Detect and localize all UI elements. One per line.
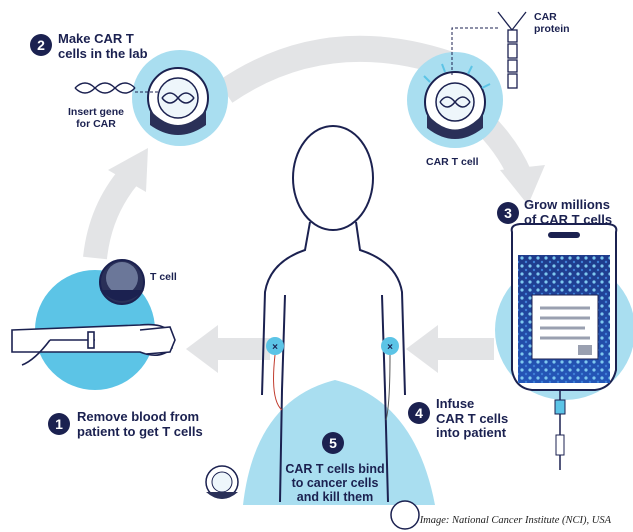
step-4-label: Infuse CAR T cells into patient xyxy=(436,396,509,441)
step-1-label: Remove blood from patient to get T cells xyxy=(77,409,203,439)
car-protein-label: CAR protein xyxy=(534,11,570,36)
lab-cell xyxy=(147,67,209,135)
step-5-line-3: and kill them xyxy=(296,490,374,504)
step-5-label: CAR T cells bind to cancer cells and kil… xyxy=(280,462,390,504)
image-credit: Image: National Cancer Institute (NCI), … xyxy=(419,515,611,526)
left-elbow-marker xyxy=(266,337,284,355)
car-protein-icon xyxy=(497,11,527,89)
iv-line-right xyxy=(385,354,391,421)
car-t-cell-label: CAR T cell xyxy=(426,156,479,168)
t-cell-label: T cell xyxy=(150,271,177,283)
car-protein-line-1: CAR xyxy=(534,11,557,23)
patient-outline xyxy=(261,125,406,503)
step-3-line-1: Grow millions xyxy=(524,197,610,212)
step-3-label: Grow millions of CAR T cells xyxy=(524,197,613,227)
step-2-line-2: cells in the lab xyxy=(58,45,148,61)
step-1-line-1: Remove blood from xyxy=(77,409,200,424)
car-protein-pointer xyxy=(451,27,498,75)
insert-gene-line-2: for CAR xyxy=(76,117,116,130)
iv-line-left xyxy=(273,354,283,411)
iv-bag xyxy=(510,223,618,470)
step-5-number: 5 xyxy=(322,432,344,454)
car-t-cell xyxy=(423,63,491,139)
cancer-cell-left xyxy=(205,465,239,499)
step-2-number: 2 xyxy=(30,34,52,56)
step-4-number: 4 xyxy=(408,402,430,424)
insert-gene-label: Insert gene for CAR xyxy=(68,106,125,131)
arrow-to-blood-draw xyxy=(186,325,270,373)
t-cell xyxy=(99,259,145,305)
cancer-cell-right xyxy=(390,500,420,530)
arrow-from-bag xyxy=(406,325,494,373)
car-protein-line-2: protein xyxy=(534,22,570,35)
svg-text:×: × xyxy=(272,342,278,353)
cycle-arrow-left-up xyxy=(83,148,148,260)
step-5-line-2: to cancer cells xyxy=(291,476,379,490)
arm-illustration xyxy=(11,323,176,366)
step-4-line-3: into patient xyxy=(436,425,507,441)
dna-helix-icon xyxy=(74,82,136,94)
step-3-number: 3 xyxy=(497,202,519,224)
step-3-line-2: of CAR T cells xyxy=(524,211,613,227)
right-elbow-marker xyxy=(381,337,399,355)
cycle-arrow-top xyxy=(217,35,465,103)
step-5-line-1: CAR T cells bind xyxy=(285,462,385,476)
svg-text:×: × xyxy=(387,342,393,353)
step-1-number: 1 xyxy=(48,413,70,435)
insert-gene-line-1: Insert gene xyxy=(68,106,125,118)
step-2-label: Make CAR T cells in the lab xyxy=(58,31,148,61)
step-4-line-2: CAR T cells xyxy=(436,410,509,426)
step-4-line-1: Infuse xyxy=(436,396,475,411)
step-2-line-1: Make CAR T xyxy=(58,31,134,46)
step-1-line-2: patient to get T cells xyxy=(77,423,203,439)
